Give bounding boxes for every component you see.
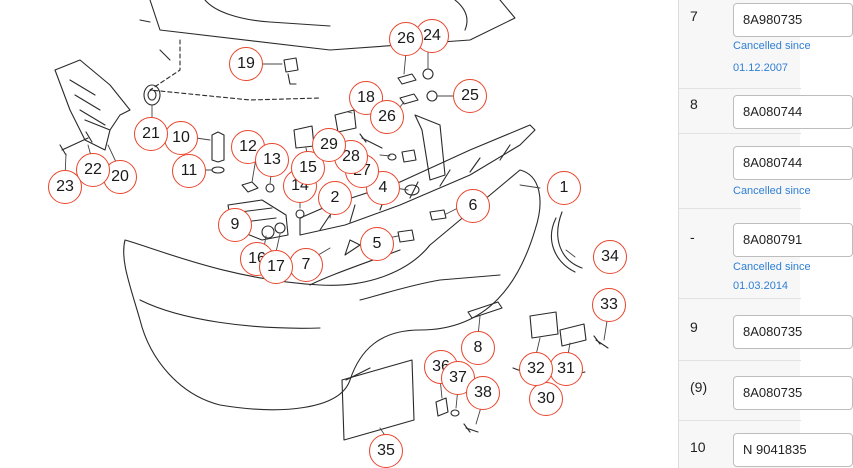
callout-4[interactable]: 4 [366, 171, 400, 205]
callout-11[interactable]: 11 [172, 154, 206, 188]
callout-25[interactable]: 25 [453, 79, 487, 113]
row-number: 7 [690, 8, 698, 24]
cancelled-date: 01.12.2007 [733, 62, 789, 74]
callout-35[interactable]: 35 [369, 434, 403, 468]
row-number: 8 [690, 96, 698, 112]
part-number-field[interactable]: 8A080744 [733, 146, 853, 180]
callout-38[interactable]: 38 [466, 376, 500, 410]
parts-row: 7 8A980735 Cancelled since 01.12.2007 [679, 0, 853, 88]
callout-7[interactable]: 7 [289, 248, 323, 282]
callout-8[interactable]: 8 [461, 331, 495, 365]
row-number: 9 [690, 319, 698, 335]
callout-21[interactable]: 21 [134, 117, 168, 151]
cancelled-note-link[interactable]: Cancelled since [733, 261, 811, 273]
callout-5[interactable]: 5 [360, 227, 394, 261]
parts-diagram: 1 2 4 5 6 7 8 9 10 11 12 13 14 15 16 17 … [48, 0, 627, 468]
cancelled-note-link[interactable]: Cancelled since [733, 40, 811, 52]
callout-34[interactable]: 34 [593, 240, 627, 274]
callout-17[interactable]: 17 [259, 250, 293, 284]
callout-30[interactable]: 30 [529, 382, 563, 416]
cancelled-date: 01.03.2014 [733, 280, 789, 292]
row-number: - [690, 229, 695, 245]
callout-2[interactable]: 2 [318, 181, 352, 215]
part-number-field[interactable]: 8A980735 [733, 3, 853, 37]
bumper-drawing [54, 0, 609, 441]
parts-row: 8A080744 Cancelled since [679, 133, 853, 208]
parts-row: 8 8A080744 [679, 88, 853, 133]
part-number-field[interactable]: 8A080735 [733, 376, 853, 410]
row-number: (9) [690, 379, 708, 395]
callout-22[interactable]: 22 [76, 153, 110, 187]
callout-13[interactable]: 13 [255, 143, 289, 177]
callout-33[interactable]: 33 [592, 288, 626, 322]
parts-row: 9 8A080735 [679, 298, 853, 360]
callout-26-top[interactable]: 26 [389, 22, 423, 56]
part-number-field[interactable]: 8A080744 [733, 95, 853, 129]
parts-row: 10 N 9041835 [679, 420, 853, 468]
callout-37[interactable]: 37 [441, 361, 475, 395]
callout-19[interactable]: 19 [229, 47, 263, 81]
callout-23[interactable]: 23 [48, 170, 82, 204]
cancelled-note-link[interactable]: Cancelled since [733, 185, 811, 197]
part-number-field[interactable]: N 9041835 [733, 433, 853, 467]
callout-9[interactable]: 9 [218, 208, 252, 242]
parts-row: - 8A080791 Cancelled since 01.03.2014 [679, 208, 853, 298]
callout-1[interactable]: 1 [547, 171, 581, 205]
callout-26-lower[interactable]: 26 [370, 100, 404, 134]
part-number-field[interactable]: 8A080791 [733, 223, 853, 257]
callout-6[interactable]: 6 [456, 189, 490, 223]
callout-10[interactable]: 10 [164, 121, 198, 155]
callout-32[interactable]: 32 [519, 352, 553, 386]
parts-list-panel: 7 8A980735 Cancelled since 01.12.2007 8 … [678, 0, 853, 468]
callout-31[interactable]: 31 [549, 352, 583, 386]
parts-row: (9) 8A080735 [679, 360, 853, 420]
callout-20[interactable]: 20 [103, 160, 137, 194]
callout-29[interactable]: 29 [312, 128, 346, 162]
part-number-field[interactable]: 8A080735 [733, 315, 853, 349]
row-number: 10 [690, 439, 706, 455]
